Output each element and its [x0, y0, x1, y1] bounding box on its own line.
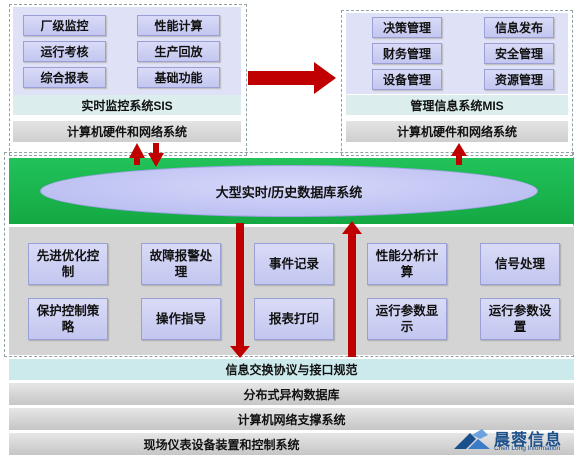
mis-hardware-label: 计算机硬件和网络系统 — [346, 121, 568, 142]
function-event-log[interactable]: 事件记录 — [254, 243, 334, 285]
sis-module-basic-functions[interactable]: 基础功能 — [137, 67, 220, 88]
sis-module-production-playback[interactable]: 生产回放 — [137, 41, 220, 62]
function-protection-control[interactable]: 保护控制策略 — [28, 298, 108, 340]
layer-distributed-database: 分布式异构数据库 — [9, 383, 574, 405]
function-param-setting[interactable]: 运行参数设置 — [480, 298, 560, 340]
database-label: 大型实时/历史数据库系统 — [215, 184, 363, 200]
function-signal-processing[interactable]: 信号处理 — [480, 243, 560, 285]
mis-module-decision-mgmt[interactable]: 决策管理 — [372, 17, 442, 38]
mis-module-equipment-mgmt[interactable]: 设备管理 — [372, 69, 442, 90]
function-performance-analysis[interactable]: 性能分析计算 — [367, 243, 447, 285]
mis-module-finance-mgmt[interactable]: 财务管理 — [372, 43, 442, 64]
mis-module-safety-mgmt[interactable]: 安全管理 — [484, 43, 554, 64]
function-param-display[interactable]: 运行参数显示 — [367, 298, 447, 340]
sis-module-plant-monitoring[interactable]: 厂级监控 — [23, 15, 106, 36]
mis-system-label: 管理信息系统MIS — [346, 95, 568, 115]
function-fault-alarm[interactable]: 故障报警处理 — [141, 243, 221, 285]
sis-module-comprehensive-report[interactable]: 综合报表 — [23, 67, 106, 88]
sis-module-operation-assessment[interactable]: 运行考核 — [23, 41, 106, 62]
mis-module-resource-mgmt[interactable]: 资源管理 — [484, 69, 554, 90]
sis-hardware-label: 计算机硬件和网络系统 — [13, 121, 241, 142]
layer-network-support: 计算机网络支撑系统 — [9, 408, 574, 430]
sis-system-label: 实时监控系统SIS — [13, 95, 241, 115]
arrow-right-sis-to-mis — [248, 62, 336, 94]
function-report-print[interactable]: 报表打印 — [254, 298, 334, 340]
logo-subtitle: Chen Long Information — [494, 445, 561, 452]
database-ellipse[interactable]: 大型实时/历史数据库系统 — [40, 165, 538, 217]
sis-module-performance-calc[interactable]: 性能计算 — [137, 15, 220, 36]
mis-module-info-publish[interactable]: 信息发布 — [484, 17, 554, 38]
function-advanced-optimal-control[interactable]: 先进优化控制 — [28, 243, 108, 285]
company-logo: 晨蓉信息 Chen Long Information — [452, 426, 572, 456]
sis-dashed-frame — [9, 4, 247, 156]
layer-protocol-interface: 信息交换协议与接口规范 — [9, 359, 574, 380]
logo-name: 晨蓉信息 — [494, 432, 563, 449]
logo-mark-icon — [454, 429, 490, 449]
layer-field-instruments: 现场仪表设备装置和控制系统 — [9, 433, 574, 455]
function-operation-guide[interactable]: 操作指导 — [141, 298, 221, 340]
